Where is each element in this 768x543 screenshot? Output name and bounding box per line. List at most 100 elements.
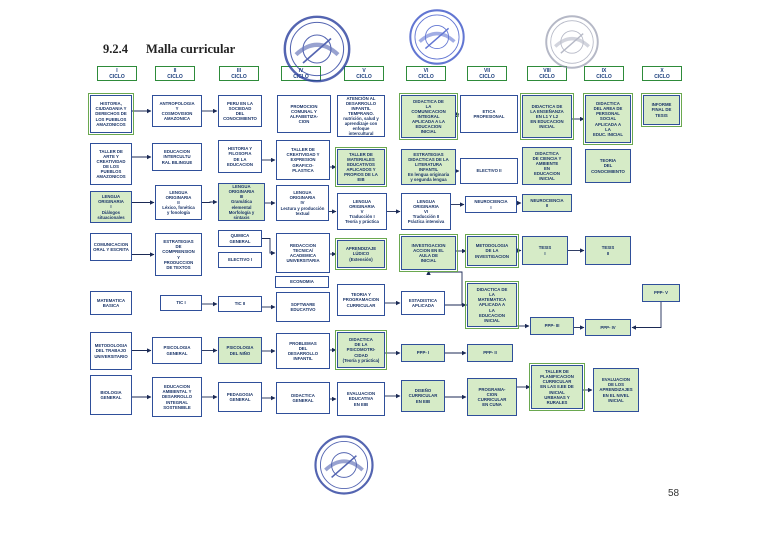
- course-box: PEDAGOGIA GENERAL: [218, 382, 262, 412]
- course-box: PROGRAMA- CION CURRICULAR EN CUNA: [467, 378, 517, 416]
- course-box: PROBLEMAS DEL DESARROLLO INFANTIL: [276, 333, 330, 369]
- vobo-seal-top: [406, 8, 468, 66]
- course-box: EVALUACION EDUCATIVA EN EIB: [337, 382, 385, 416]
- course-box: LENGUA ORIGINARIA IV Lectura y producció…: [276, 185, 329, 221]
- prerequisite-connector: [202, 199, 218, 205]
- course-box: NEUROCIENCIA II: [522, 194, 572, 212]
- course-box: REDACCION TECNICA/ ACADEMICA UNIVERSITAR…: [276, 233, 330, 273]
- course-box: PERU EN LA SOCIEDAD DEL CONOCIMIENTO: [218, 95, 262, 127]
- course-box: EVALUACION DE LOS APRENDIZAJES EN EL NIV…: [593, 368, 639, 412]
- course-box: METODOLOGIA DEL TRABAJO UNIVERSITARIO: [90, 332, 132, 370]
- course-box: PPP- III: [530, 317, 574, 335]
- course-box: ELECTIVO II: [460, 158, 518, 184]
- course-box: DISEÑO CURRICULAR EN EIB: [401, 380, 445, 412]
- course-box: MATEMATICA BASICA: [90, 291, 132, 315]
- cycle-label: CICLO: [356, 73, 372, 80]
- course-box: COMUNICACION ORAL Y ESCRITA: [90, 233, 132, 261]
- cycle-roman: II: [173, 67, 177, 74]
- cycle-roman: VII: [483, 67, 491, 74]
- course-box: EDUCACION AMBIENTAL Y DESARROLLO INTEGRA…: [152, 377, 202, 417]
- cycle-roman: VIII: [543, 67, 551, 74]
- cycle-roman: VI: [423, 67, 429, 74]
- course-box: PPP- II: [467, 344, 513, 362]
- course-box: ESTRATEGIAS DIDACTICAS DE LA LITERATURA …: [401, 149, 456, 185]
- course-box: DIDACTICA DE LA ENSEÑANZA EN L1 Y L2 EN …: [520, 93, 574, 140]
- course-box: DIDACTICA DE LA PSICOMOTRI- CIDAD (Teorí…: [335, 330, 387, 370]
- vobo-seal-right: [543, 14, 601, 70]
- section-number: 9.2.4: [103, 42, 128, 56]
- cycle-label: CICLO: [596, 73, 612, 80]
- course-box: DIDACTICA GENERAL: [276, 382, 330, 414]
- course-box: ESTADISTICA APLICADA: [401, 291, 445, 315]
- course-box: INFORME FINAL DE TESIS: [641, 93, 682, 127]
- course-box: DIDACTICA DE CIENCIA Y AMBIENTE EN EDUCA…: [522, 147, 572, 185]
- course-box: INVESTIGACION ACCION EN EL AULA DE INICI…: [399, 234, 458, 272]
- section-title: Malla curricular: [146, 42, 236, 56]
- course-box: TALLER DE ARTE Y CREATIVIDAD DE LOS PUEB…: [90, 143, 132, 185]
- course-box: PPP- I: [401, 344, 445, 362]
- course-box: TIC II: [218, 296, 262, 312]
- course-box: PROMOCION COMUNAL Y ALFABETIZA- CION: [277, 95, 331, 133]
- course-box: LENGUA ORIGINARIA VI Traducción II Práct…: [401, 193, 451, 230]
- course-box: LENGUA ORIGINARIA V Traducción I Teoría …: [337, 193, 387, 230]
- course-box: SOFTWARE EDUCATIVO: [276, 292, 330, 322]
- course-box: ATENCIÓN AL DESARROLLO INFANTIL TEMPRANO…: [337, 95, 385, 137]
- prerequisite-connector: [454, 111, 460, 117]
- course-box: ELECTIVO I: [218, 252, 262, 268]
- course-box: NEUROCIENCIA I: [465, 196, 517, 213]
- section-heading: 9.2.4 Malla curricular: [103, 42, 253, 57]
- cycle-roman: V: [362, 67, 366, 74]
- course-box: ANTROPOLOGIA Y COSMOVISION AMAZONICA: [152, 95, 202, 127]
- course-box: QUIMICA GENERAL: [218, 230, 262, 247]
- prerequisite-connector: [631, 302, 662, 330]
- course-box: TALLER DE MATERIALES EDUCATIVOS APLICADO…: [335, 147, 387, 187]
- course-box: ETICA PROFESIONAL: [460, 95, 518, 133]
- cycle-roman: III: [236, 67, 242, 74]
- cycle-roman: X: [660, 67, 664, 74]
- course-box: HISTORIA Y FILOSOFIA DE LA EDUCACION: [218, 140, 262, 173]
- course-box: TEORIA DEL CONOCIMIENTO: [585, 149, 631, 183]
- course-box: PSICOLOGIA DEL NIÑO: [218, 337, 262, 364]
- vobo-presidencia-seal: [312, 434, 376, 496]
- course-box: TESIS I: [522, 236, 568, 265]
- course-box: APRENDIZAJE LÚDICO (Extensión): [335, 238, 387, 270]
- course-box: DIDACTICA DEL AREA DE PERSONAL SOCIAL AP…: [583, 93, 633, 145]
- course-box: DIDACTICA DE LA COMUNICACION INTEGRAL AP…: [399, 93, 458, 140]
- course-box: TIC I: [160, 295, 202, 311]
- course-box: LENGUA ORIGINARIA III Gramática elementa…: [218, 183, 265, 221]
- course-box: METODOLOGIA DE LA INVESTIGACION: [465, 234, 519, 268]
- course-box: LENGUA ORIGINARIA II Léxico, fonética y …: [155, 185, 202, 220]
- cycle-label: CICLO: [167, 73, 183, 80]
- course-box: TESIS II: [585, 236, 631, 265]
- university-seal-top: [282, 14, 352, 84]
- page-number: 58: [668, 488, 680, 499]
- course-box: ECONOMIA: [275, 276, 329, 288]
- cycle-label: CICLO: [654, 73, 670, 80]
- course-box: LENGUA ORIGINARIA I Diálogos situacional…: [90, 191, 132, 223]
- cycle-roman: IX: [601, 67, 607, 74]
- course-box: EDUCACION INTERCULTU RAL BILINGUE: [152, 143, 202, 171]
- course-box: ESTRATEGIAS DE COMPRENSION Y PRODUCCION …: [155, 233, 202, 276]
- cycle-label: CICLO: [109, 73, 125, 80]
- course-box: TALLER DE CREATIVIDAD Y EXPRESION GRAFIC…: [276, 140, 330, 180]
- course-box: PPP- IV: [585, 319, 631, 336]
- cycle-roman: I: [116, 67, 118, 74]
- cycle-label: CICLO: [231, 73, 247, 80]
- course-box: TEORIA Y PROGRAMACION CURRICULAR: [337, 284, 385, 316]
- cycle-label: CICLO: [479, 73, 495, 80]
- course-box: PPP- V: [642, 284, 680, 302]
- course-box: DIDACTICA DE LA MATEMATICA APLICADA A LA…: [465, 281, 519, 329]
- course-box: HISTORIA, CIUDADANIA Y DERECHOS DE LOS P…: [88, 93, 134, 135]
- course-box: PSICOLOGIA GENERAL: [152, 337, 202, 364]
- cycle-label: CICLO: [539, 73, 555, 80]
- course-box: TALLER DE PLANIFICACION CURRICULAR EN LA…: [529, 363, 585, 411]
